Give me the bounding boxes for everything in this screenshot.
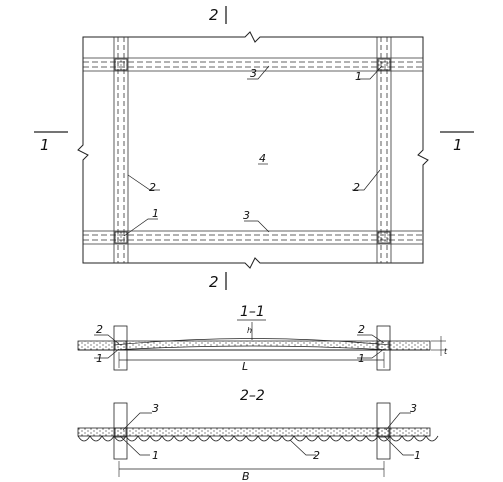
section-2-2-title: 2–2 (240, 388, 265, 404)
horizontal-strips (83, 57, 423, 245)
section-1-1-title: 1–1 (240, 304, 265, 320)
svg-text:2: 2 (209, 273, 219, 291)
s11-callout-1-right: 1 (358, 352, 365, 365)
dim-h: h (247, 326, 252, 335)
section-marker-2-bottom: 2 (209, 272, 227, 291)
dim-B: B (242, 470, 250, 482)
svg-text:1: 1 (40, 136, 50, 154)
callout-3-top: 3 (250, 67, 257, 80)
section-marker-2-top: 2 (209, 6, 227, 24)
section-1-1: 1–1 h t L 2 1 2 1 (77, 304, 448, 373)
s11-callout-2-right: 2 (358, 323, 365, 336)
s22-callout-2-center: 2 (313, 449, 320, 462)
s22-callout-1-left: 1 (152, 449, 159, 462)
svg-text:1: 1 (453, 136, 463, 154)
dim-t: t (444, 347, 448, 356)
plan-callouts (123, 65, 383, 237)
section-2-2: 2–2 B 3 1 3 1 2 (77, 388, 439, 482)
callout-1-bottom-left: 1 (152, 207, 159, 220)
s11-callout-2-left: 2 (96, 323, 103, 336)
section-marker-1-right: 1 (440, 131, 474, 154)
plan-view: 2 2 1 1 3 1 2 2 1 3 4 (34, 6, 474, 291)
s22-callout-3-right: 3 (410, 402, 417, 415)
slab-section-1-1 (77, 340, 431, 351)
callout-4-center: 4 (259, 152, 266, 165)
section-marker-1-left: 1 (34, 131, 68, 154)
vertical-strips (113, 37, 392, 263)
plan-outline (77, 31, 429, 269)
callout-3-bottom: 3 (243, 209, 250, 222)
callout-1-top-right: 1 (355, 70, 362, 83)
callout-2-right: 2 (353, 181, 360, 194)
dim-L: L (242, 360, 248, 373)
slab-section-2-2 (77, 427, 431, 437)
svg-text:2: 2 (209, 6, 219, 24)
s22-callout-3-left: 3 (152, 402, 159, 415)
s11-callout-1-left: 1 (96, 352, 103, 365)
callout-2-left: 2 (149, 181, 156, 194)
anchor-nodes (114, 58, 391, 244)
s22-callout-1-right: 1 (414, 449, 421, 462)
